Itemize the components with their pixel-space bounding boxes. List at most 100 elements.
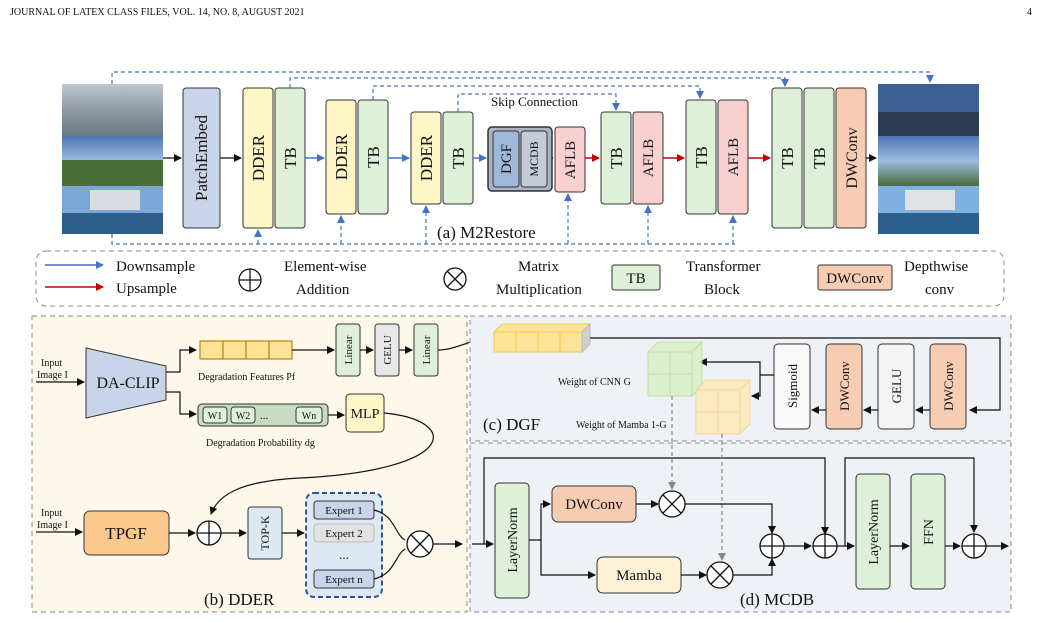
dwconv-label-top: DWConv [844, 127, 861, 188]
ln-to-mamba [540, 540, 596, 579]
journal-header: JOURNAL OF LATEX CLASS FILES, VOL. 14, N… [10, 7, 305, 18]
topk-label: TOP-K [258, 515, 272, 550]
transformer-label-2: Block [704, 282, 740, 298]
mcdb-addition-icon-3 [961, 533, 987, 559]
ffn-block [910, 473, 946, 590]
dder-block-1 [242, 87, 274, 229]
tb-label-6: TB [778, 147, 797, 169]
wn-label: Wn [302, 411, 316, 422]
output-images [878, 84, 979, 234]
mcdb-addition-icon-1 [759, 533, 785, 559]
tb-label-3: TB [449, 147, 468, 169]
sigmoid-label: Sigmoid [785, 363, 800, 408]
gelu-label-dgf: GELU [889, 368, 904, 403]
elementwise-label-2: Addition [296, 282, 350, 298]
dder-input-label-2: Image I [37, 370, 68, 381]
tb-label-5: TB [692, 146, 711, 168]
dgf-block [492, 130, 520, 188]
mult1-to-add [685, 503, 776, 534]
matrix-label-2: Multiplication [496, 282, 582, 298]
mcdb-addition-icon-2 [812, 533, 838, 559]
linear-label-2: Linear [421, 335, 433, 364]
tpgf-label: TPGF [105, 524, 147, 543]
tb-label-1: TB [281, 147, 300, 169]
da-clip-to-probability [166, 391, 197, 418]
patchembed-label: PatchEmbed [192, 115, 211, 201]
layernorm-label-2: LayerNorm [867, 499, 882, 564]
downsample-label: Downsample [116, 259, 195, 275]
tb-label-7: TB [810, 147, 829, 169]
mlp-to-sum [209, 412, 434, 515]
m2restore-caption: (a) M2Restore [437, 223, 536, 242]
mcdb-block [520, 130, 548, 188]
layernorm-label-1: LayerNorm [506, 507, 521, 572]
legend-dwconv-label: DWConv [826, 271, 884, 287]
da-clip-label: DA-CLIP [96, 375, 159, 392]
tb-label-2: TB [364, 146, 383, 168]
expert-2-box [313, 523, 375, 543]
mcdb-multiply-icon-2 [706, 561, 734, 589]
dder-block-3 [410, 111, 442, 205]
linear-label-1: Linear [343, 335, 355, 364]
depthwise-label-2: conv [925, 282, 955, 298]
sigmoid-to-cnn-weight [699, 358, 774, 376]
aflb-label-3: AFLB [726, 138, 742, 176]
expert-2-label: Expert 2 [325, 528, 363, 540]
dder-input2-label-1: Input [41, 508, 62, 519]
mlp-label: MLP [351, 407, 380, 422]
legend-tb-label: TB [626, 271, 645, 287]
dder-multiply-icon [406, 530, 434, 558]
upsample-label: Upsample [116, 281, 177, 297]
dder-caption: (b) DDER [204, 590, 275, 609]
dder-label-2: DDER [332, 133, 351, 180]
legend-dwconv-box [817, 264, 893, 291]
matrix-label-1: Matrix [518, 259, 559, 275]
wn-cell [295, 406, 323, 424]
dder-label-1: DDER [249, 134, 268, 181]
skip-connection-label: Skip Connection [491, 94, 579, 109]
da-clip-to-features [166, 346, 197, 373]
dgf-input-tensor [492, 322, 592, 354]
transformer-label-1: Transformer [686, 259, 760, 275]
da-clip-block [85, 347, 167, 419]
tb-block-4 [600, 111, 632, 205]
multiplication-icon [443, 267, 467, 291]
dwconv-block-dgf-1 [929, 343, 967, 430]
addition-icon [238, 268, 262, 292]
legend-tb-box [611, 264, 661, 291]
dder-addition-icon [196, 520, 222, 546]
mamba-weight-cube [694, 378, 752, 436]
ffn-label: FFN [922, 519, 937, 545]
aflb-block-1 [554, 126, 586, 193]
mcdb-residual-1 [483, 457, 829, 544]
dder-input-label-1: Input [41, 358, 62, 369]
tb-block-7 [803, 87, 835, 229]
aflb-label-2: AFLB [641, 139, 657, 177]
depthwise-label-1: Depthwise [904, 259, 968, 275]
skip-connections [111, 71, 934, 112]
expert-n-label: Expert n [325, 574, 363, 586]
input-images [62, 84, 163, 234]
cnn-weight-cube [646, 340, 704, 398]
dwconv-block-dgf-2 [825, 343, 863, 430]
dder-block-2 [325, 99, 357, 215]
mcdb-caption: (d) MCDB [740, 590, 814, 609]
w2-label: W2 [236, 411, 250, 422]
weight-cnn-label: Weight of CNN G [558, 377, 631, 388]
mcdb-multiply-icon-1 [658, 490, 686, 518]
w2-cell [230, 406, 256, 424]
elementwise-label-1: Element-wise [284, 259, 367, 275]
ln-to-dwconv [529, 500, 551, 541]
dder-input2-label-2: Image I [37, 520, 68, 531]
dwconv-label-dgf-1: DWConv [941, 361, 956, 411]
dder-label-3: DDER [417, 134, 436, 181]
experts-ellipsis: ... [339, 547, 349, 562]
gelu-block-dgf [877, 343, 915, 430]
tb-block-5 [685, 99, 717, 215]
sigmoid-block [773, 343, 811, 430]
layernorm-block-2 [855, 473, 891, 590]
sigmoid-to-mamba-weight [751, 375, 761, 400]
page-number: 4 [1027, 7, 1032, 18]
degradation-probability-label: Degradation Probability dg [206, 438, 315, 449]
